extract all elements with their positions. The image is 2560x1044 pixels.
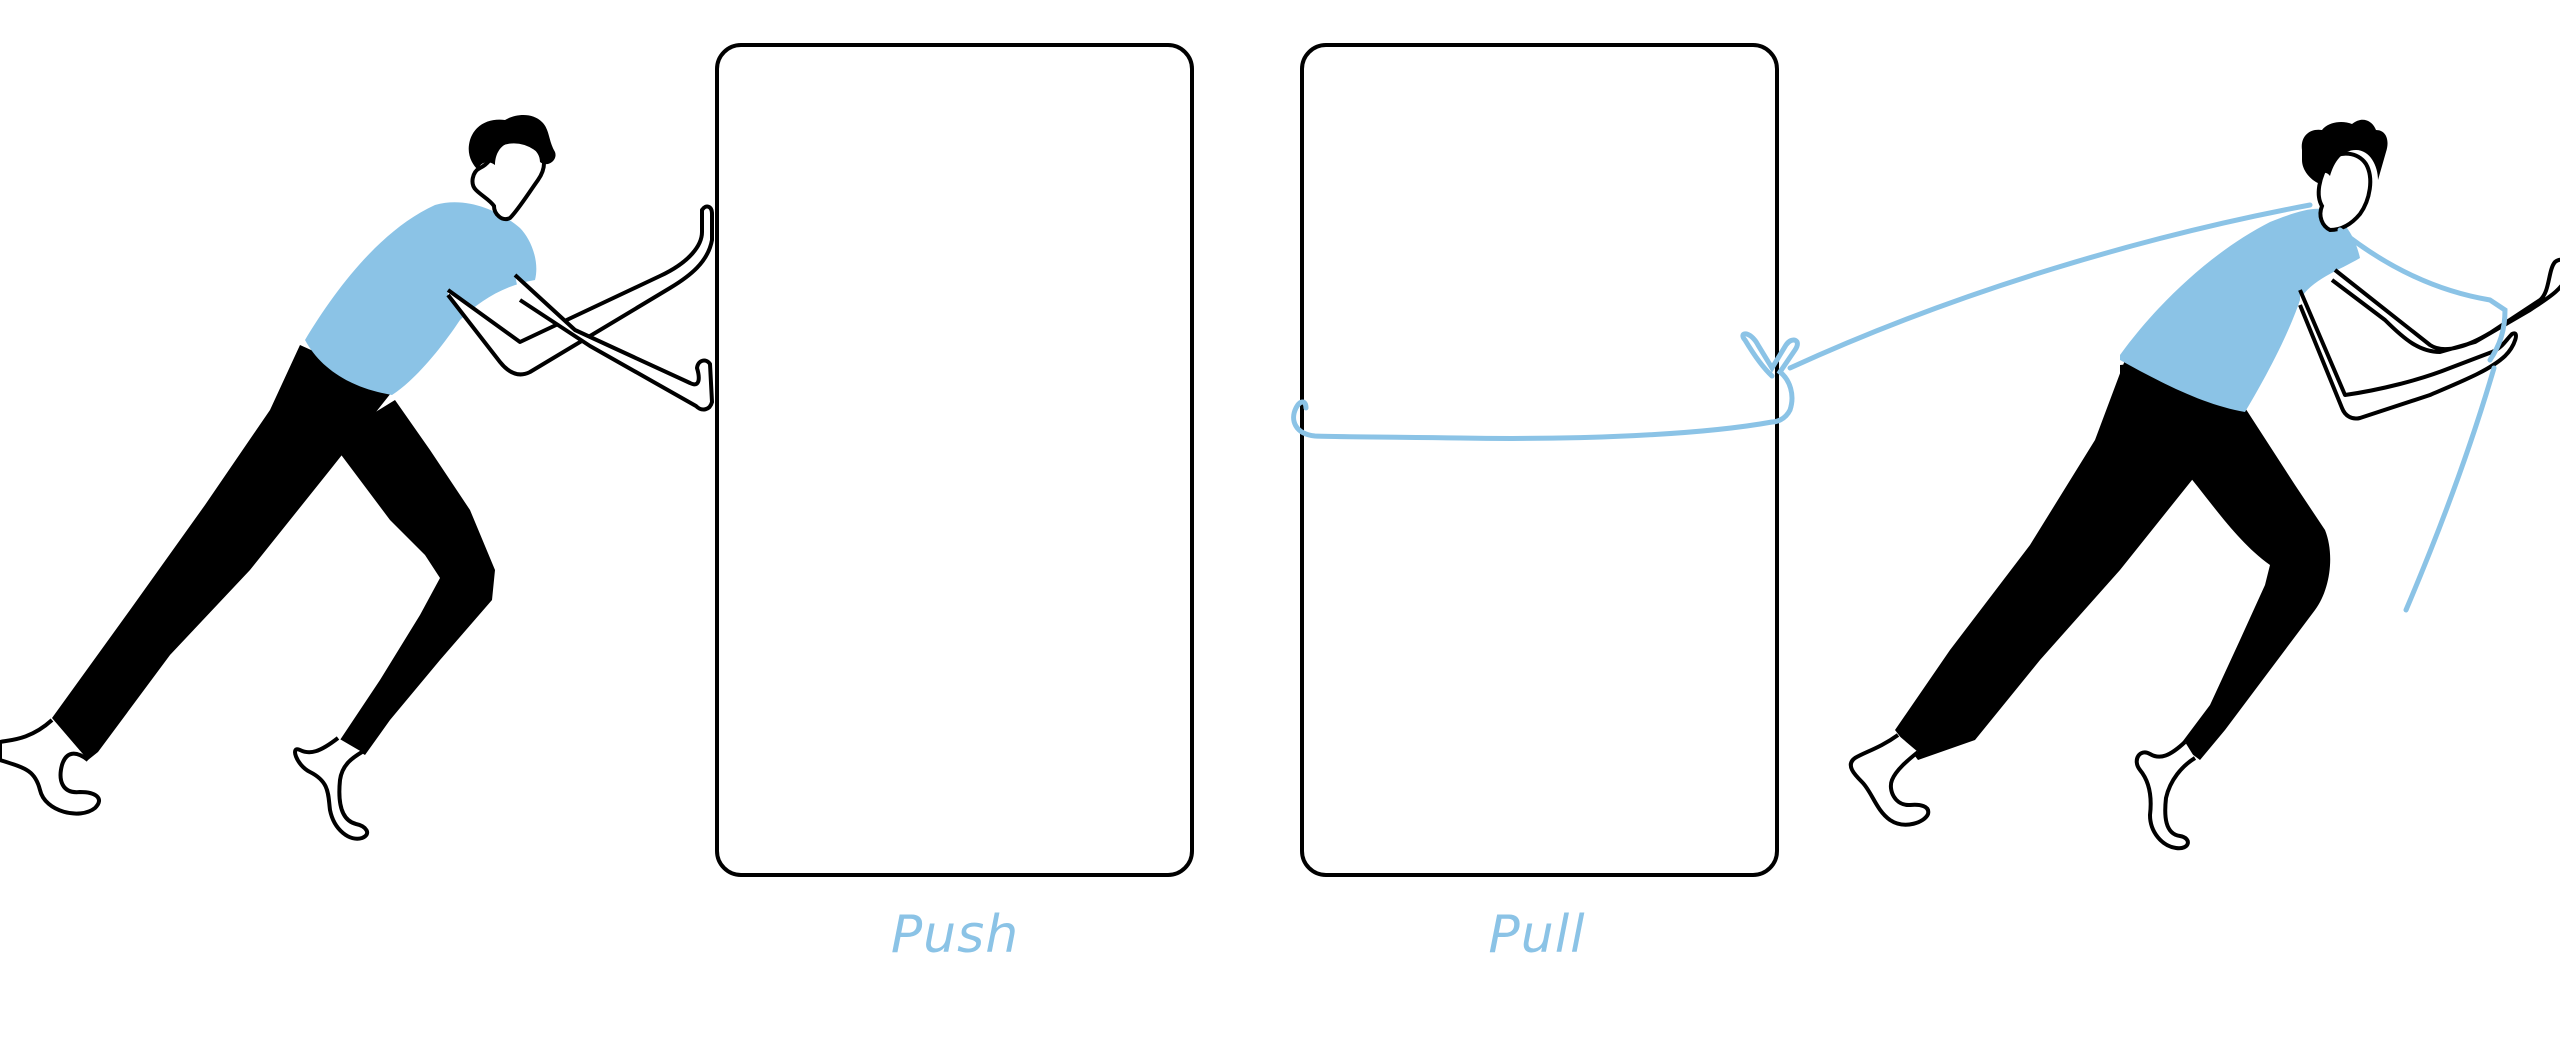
pulling-person-lower-arm: [2298, 289, 2518, 421]
pulling-person-hair: [2301, 119, 2388, 184]
pulling-person-shirt: [2120, 208, 2360, 412]
rope-knot: [1740, 331, 1800, 425]
rope-tail: [2403, 365, 2497, 613]
pushing-person-shirt: [305, 202, 537, 395]
push-caption: Push: [890, 905, 1020, 965]
pushing-person-front-shoe: [293, 736, 370, 841]
pulling-person-back-shoe: [1848, 733, 1931, 827]
pull-door-panel: [1300, 43, 1779, 877]
pushing-person-back-shoe: [0, 718, 101, 816]
pushing-person-back-leg: [52, 345, 395, 760]
pulling-person-face: [2316, 151, 2373, 233]
push-door-panel: [715, 43, 1194, 877]
pushing-person-hair: [468, 115, 556, 170]
pull-caption: Pull: [1488, 905, 1586, 965]
pulling-person-upper-arm: [2330, 257, 2560, 354]
pushing-person-front-leg: [330, 400, 495, 755]
pulling-person-front-shoe: [2134, 740, 2197, 851]
pushing-person-lower-arm: [513, 273, 714, 412]
pushing-person-figure: [0, 115, 714, 841]
pulling-person-back-leg: [1895, 360, 2235, 760]
rope: [1291, 202, 2508, 613]
rope-to-puller: [1787, 202, 2313, 371]
pulling-person-figure: [1848, 119, 2560, 851]
rope-around-arm: [2337, 227, 2508, 363]
rope-loop-around-panel: [1291, 399, 1775, 441]
pulling-person-front-leg: [2120, 364, 2331, 760]
